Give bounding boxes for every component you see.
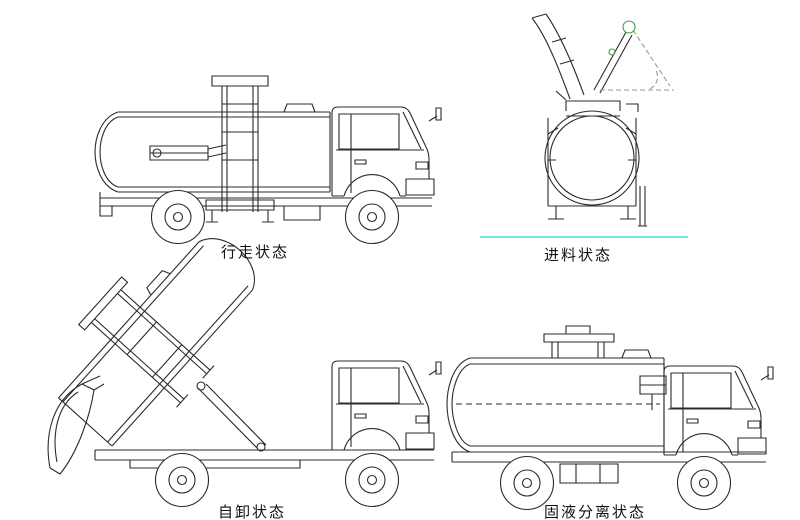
tank-body <box>94 103 331 193</box>
label-dumping-state: 自卸状态 <box>217 504 286 520</box>
tank-body <box>446 349 665 453</box>
truck-cab <box>663 365 774 456</box>
joint-marker <box>608 48 616 56</box>
front-wheel <box>344 189 400 245</box>
pivot-marker <box>622 20 636 34</box>
top-mechanism <box>543 325 615 358</box>
hoist-cylinder <box>196 381 267 452</box>
bin-lifter <box>205 75 275 223</box>
truck-cab <box>331 360 442 451</box>
tilted-tank-group <box>58 238 255 447</box>
tank-frame <box>547 100 647 227</box>
open-lid <box>531 13 585 101</box>
rear-gate <box>47 375 105 475</box>
view-traveling <box>94 75 442 245</box>
label-separation-state: 固液分离状态 <box>543 504 646 520</box>
chassis <box>451 451 766 484</box>
label-feeding-state: 进料状态 <box>543 247 612 264</box>
rear-wheel <box>154 452 210 508</box>
rear-wheel <box>150 189 206 245</box>
discharge-unit <box>639 375 667 410</box>
lift-arm <box>593 31 633 94</box>
tank-body <box>58 238 255 447</box>
tank-shell-inner <box>549 115 635 201</box>
bin-lifter <box>77 276 215 408</box>
front-wheel <box>676 455 732 511</box>
side-feeder <box>149 144 227 161</box>
angle-annotation <box>600 29 674 91</box>
truck-cab <box>331 106 442 197</box>
view-dumping <box>47 238 442 508</box>
front-wheel <box>344 452 400 508</box>
view-feeding <box>480 13 688 238</box>
label-traveling-state: 行走状态 <box>220 244 289 261</box>
chassis <box>94 449 434 469</box>
tank-shell-outer <box>544 110 640 206</box>
view-separation <box>446 325 774 511</box>
chassis <box>99 192 432 221</box>
